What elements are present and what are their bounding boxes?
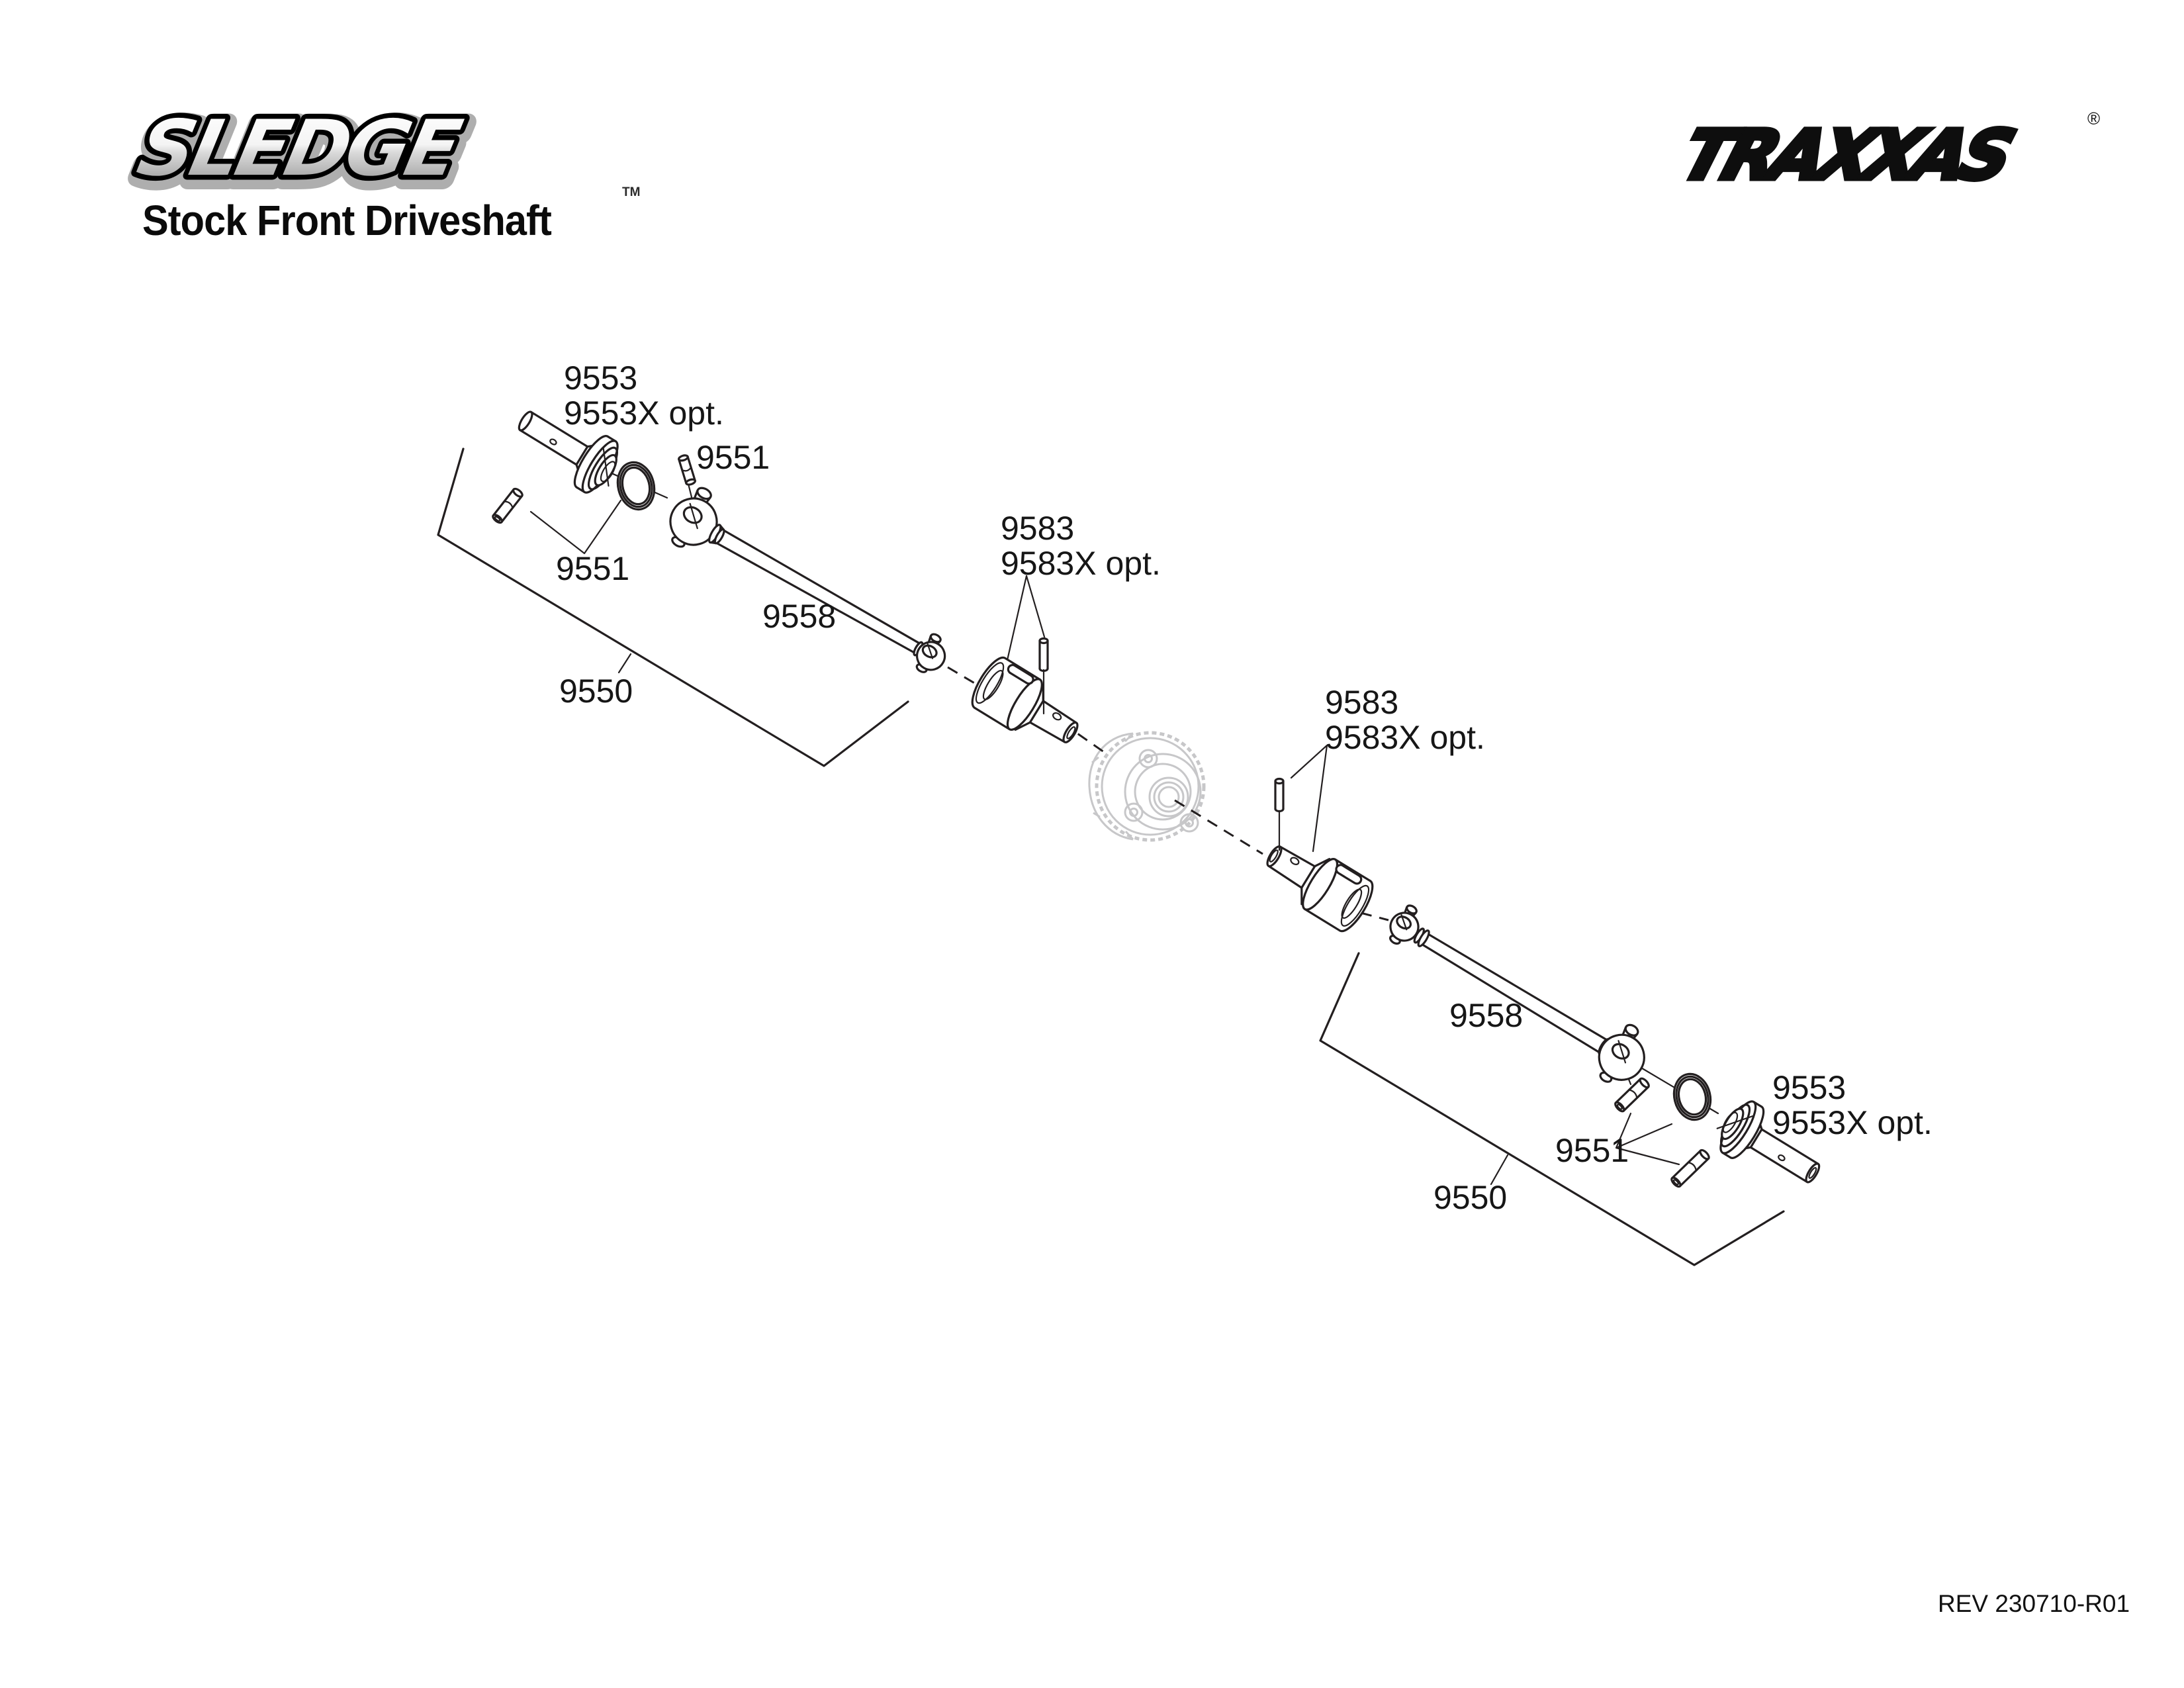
- drive-cup-pin-left: [1038, 637, 1049, 673]
- sledge-logo-bevel: SLEDGE: [132, 108, 470, 197]
- spring-ring-left: [616, 461, 656, 511]
- label-right-driveshaft: 9558: [1449, 997, 1524, 1034]
- sledge-tm: TM: [622, 185, 640, 199]
- right-assembly-bracket: [1319, 952, 1785, 1266]
- revision-label: REV 230710-R01: [1938, 1590, 2130, 1617]
- drive-cup-pin-right: [1274, 777, 1285, 813]
- sledge-logo-text: SLEDGE: [130, 103, 468, 193]
- traxxas-logo: TRAXXAS ®: [1676, 109, 2100, 197]
- label-left-driveshaft: 9558: [762, 598, 837, 635]
- cross-pin-left-lower: [492, 487, 523, 524]
- label-right-stub-axle: 9553 9553X opt.: [1772, 1070, 1933, 1141]
- cross-pin-left-upper: [678, 454, 696, 486]
- part-number-option: 9583X opt.: [1001, 545, 1161, 582]
- part-number: 9583: [1325, 684, 1399, 721]
- sledge-logo: SLEDGE SLEDGE TM: [124, 98, 640, 207]
- drive-cup-right: [1266, 845, 1374, 933]
- left-assembly-bracket: [437, 447, 909, 767]
- stub-axle-left: [518, 410, 619, 494]
- differential-ghost: [1088, 731, 1206, 842]
- cross-pin-right-lower: [1670, 1149, 1710, 1188]
- label-left-pin-lower: 9551: [556, 550, 630, 587]
- page-title: Stock Front Driveshaft: [142, 197, 552, 244]
- label-right-drive-cup: 9583 9583X opt.: [1325, 685, 1485, 755]
- label-left-pin-upper: 9551: [696, 439, 770, 476]
- label-right-pins: 9551: [1555, 1132, 1629, 1169]
- part-number: 9553: [564, 359, 638, 397]
- drive-cup-left: [971, 656, 1079, 743]
- part-number-option: 9553X opt.: [564, 395, 724, 432]
- driveshaft-right: [1388, 904, 1645, 1083]
- traxxas-registered-mark: ®: [2087, 109, 2100, 128]
- part-number: 9583: [1001, 510, 1075, 547]
- cross-pin-right-upper: [1614, 1077, 1650, 1113]
- label-right-assembly: 9550: [1433, 1179, 1508, 1216]
- label-left-assembly: 9550: [559, 673, 633, 710]
- label-left-stub-axle: 9553 9553X opt.: [564, 361, 724, 431]
- traxxas-logo-text: TRAXXAS: [1676, 115, 2021, 195]
- driveshaft-left: [669, 487, 946, 673]
- label-left-drive-cup: 9583 9583X opt.: [1001, 511, 1161, 581]
- part-number: 9553: [1772, 1069, 1846, 1106]
- spring-ring-right: [1672, 1072, 1712, 1121]
- part-number-option: 9553X opt.: [1772, 1104, 1933, 1141]
- part-number-option: 9583X opt.: [1325, 719, 1485, 756]
- stub-axle-right: [1716, 1100, 1821, 1184]
